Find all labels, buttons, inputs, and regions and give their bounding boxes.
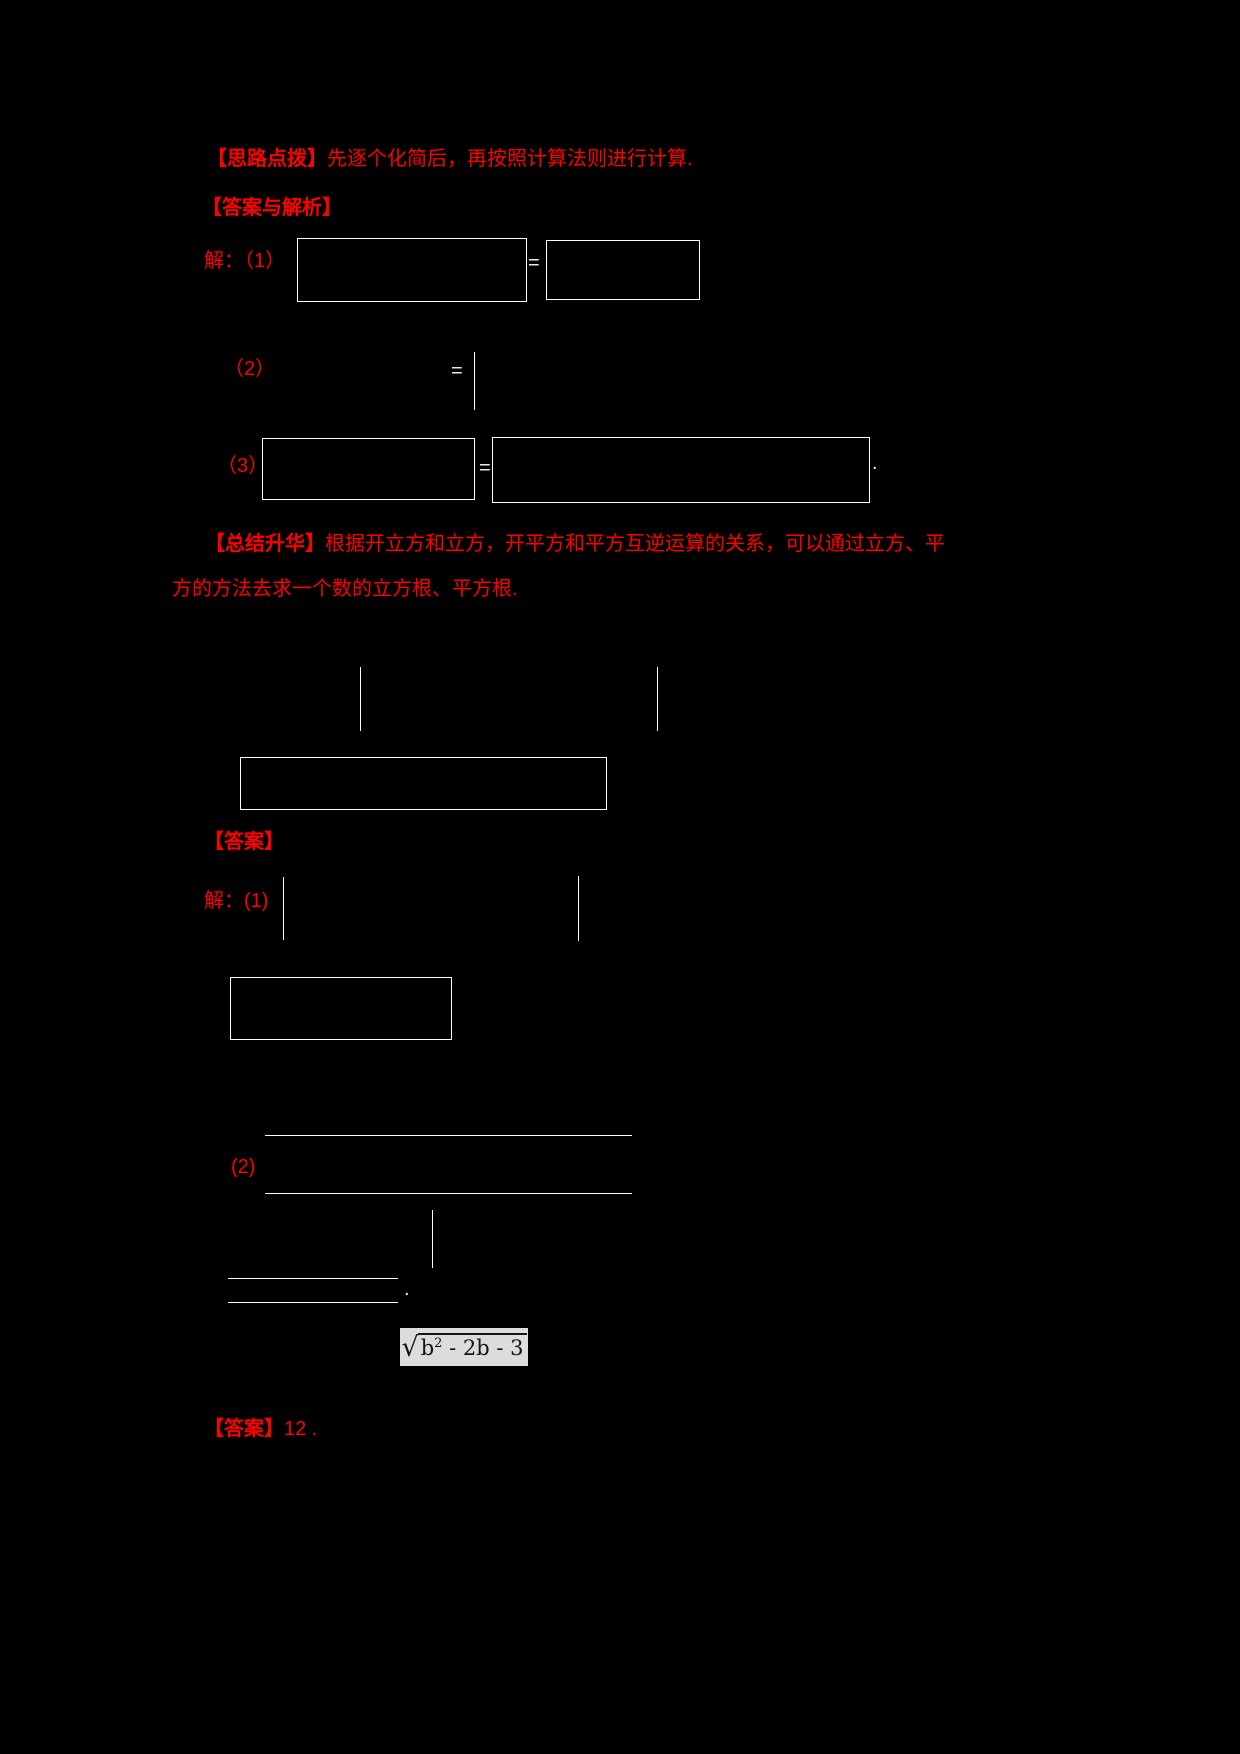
answer-analysis-heading: 【答案与解析】: [202, 197, 342, 219]
solution2-prefix: 解：(1): [204, 890, 269, 912]
formula-fragment-line-5: [578, 876, 579, 941]
radicand: b2 - 2b - 3: [417, 1333, 527, 1361]
radicand-rest: - 2b - 3: [442, 1336, 524, 1361]
part2-prefix: （2）: [224, 358, 276, 380]
formula-fragment-line-6: [265, 1135, 632, 1136]
equals-sign-3: =: [479, 457, 491, 479]
part3-prefix: （3）: [217, 455, 269, 477]
part2b-prefix: (2): [231, 1156, 256, 1178]
equals-sign-2: =: [451, 360, 463, 382]
radical-formula-image: √b2 - 2b - 3: [400, 1328, 528, 1366]
radicand-base: b: [420, 1336, 435, 1361]
formula-fragment-line-3: [657, 667, 658, 731]
formula-fragment-line-4: [283, 877, 284, 940]
summary-line-2: 方的方法去求一个数的立方根、平方根.: [172, 578, 518, 600]
final-answer-label: 【答案】: [204, 1418, 284, 1440]
final-answer-value: 12 .: [284, 1418, 318, 1440]
formula-box-4: [492, 437, 870, 503]
final-answer-line: 【答案】12 .: [204, 1418, 317, 1440]
period-3: .: [872, 452, 878, 474]
formula-fragment-line-1: [474, 352, 475, 410]
hint-label: 【思路点拨】: [207, 148, 327, 170]
summary-text-1: 根据开立方和立方，开平方和平方互逆运算的关系，可以通过立方、平: [325, 533, 945, 555]
formula-box-2: [546, 240, 700, 300]
summary-line-1: 【总结升华】根据开立方和立方，开平方和平方互逆运算的关系，可以通过立方、平: [205, 533, 945, 555]
summary-label: 【总结升华】: [205, 533, 325, 555]
hint-text: 先逐个化简后，再按照计算法则进行计算.: [327, 148, 693, 170]
solution1-prefix: 解：（1）: [204, 250, 286, 272]
answer-heading: 【答案】: [204, 831, 284, 853]
formula-fragment-line-7: [265, 1193, 632, 1194]
formula-fragment-line-10: [228, 1302, 398, 1303]
radical-sign: √: [401, 1331, 419, 1363]
formula-box-1: [297, 238, 527, 302]
formula-fragment-line-9: [228, 1278, 398, 1279]
radicand-exponent: 2: [434, 1336, 443, 1352]
formula-box-5: [240, 757, 607, 810]
formula-box-3: [262, 438, 475, 500]
period-2b: .: [404, 1278, 410, 1300]
equals-sign-1: =: [528, 252, 540, 274]
formula-fragment-line-8: [432, 1210, 433, 1268]
formula-box-6: [230, 977, 452, 1040]
formula-fragment-line-2: [360, 667, 361, 731]
hint-line: 【思路点拨】先逐个化简后，再按照计算法则进行计算.: [207, 148, 693, 170]
